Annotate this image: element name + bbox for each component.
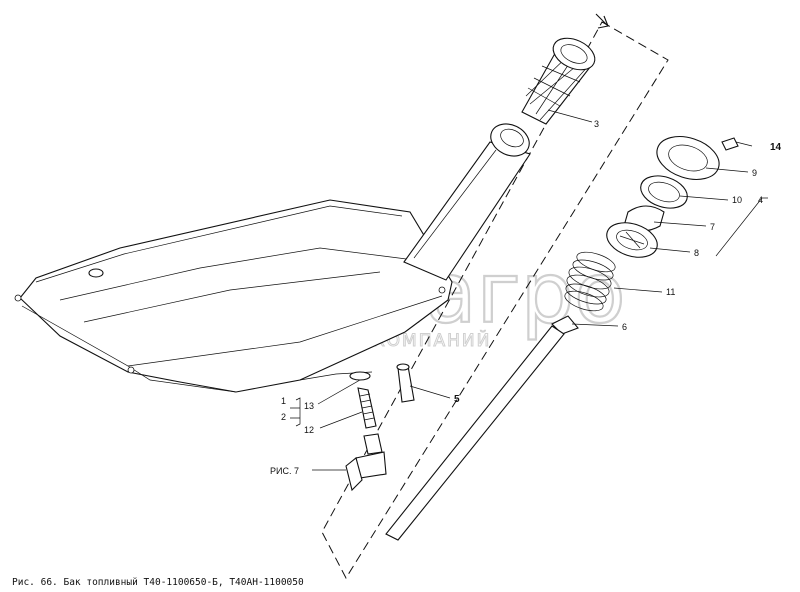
callout-labels: 3 14 9 10 4 7 8 11 6 5 1 2 13 12 РИС. 7 — [270, 119, 782, 476]
screw — [721, 137, 739, 151]
figure-caption: Рис. 66. Бак топливный Т40-1100650-Б, Т4… — [12, 577, 304, 588]
tank-boss — [88, 268, 104, 278]
callout-14: 14 — [770, 142, 782, 153]
callout-8: 8 — [694, 248, 699, 258]
callout-1: 1 — [281, 396, 286, 406]
callout-5: 5 — [454, 394, 460, 405]
callout-3: 3 — [594, 119, 599, 129]
callout-7: 7 — [710, 222, 715, 232]
callout-2: 2 — [281, 412, 286, 422]
callout-11: 11 — [666, 287, 675, 297]
callout-13: 13 — [304, 401, 314, 411]
spring — [564, 251, 616, 312]
dipstick — [385, 315, 579, 541]
direction-arrow-icon — [595, 13, 609, 29]
callout-10: 10 — [732, 195, 742, 205]
gasket — [640, 175, 688, 209]
filler-neck — [403, 123, 531, 281]
strainer-filter — [521, 37, 596, 125]
ref-label: РИС. 7 — [270, 466, 299, 476]
leader-lines — [290, 109, 768, 471]
washer — [349, 371, 371, 381]
callout-6: 6 — [622, 322, 627, 332]
callout-9: 9 — [752, 168, 757, 178]
callout-12: 12 — [304, 425, 314, 435]
drain-pipe — [357, 387, 377, 429]
assembly-axis — [321, 13, 669, 580]
fuel-tank — [14, 199, 453, 393]
callout-4: 4 — [758, 195, 763, 205]
plug — [397, 365, 415, 403]
valve-handle — [345, 457, 363, 492]
filler-cap-assembly — [564, 136, 753, 312]
drain-fittings — [345, 363, 415, 492]
